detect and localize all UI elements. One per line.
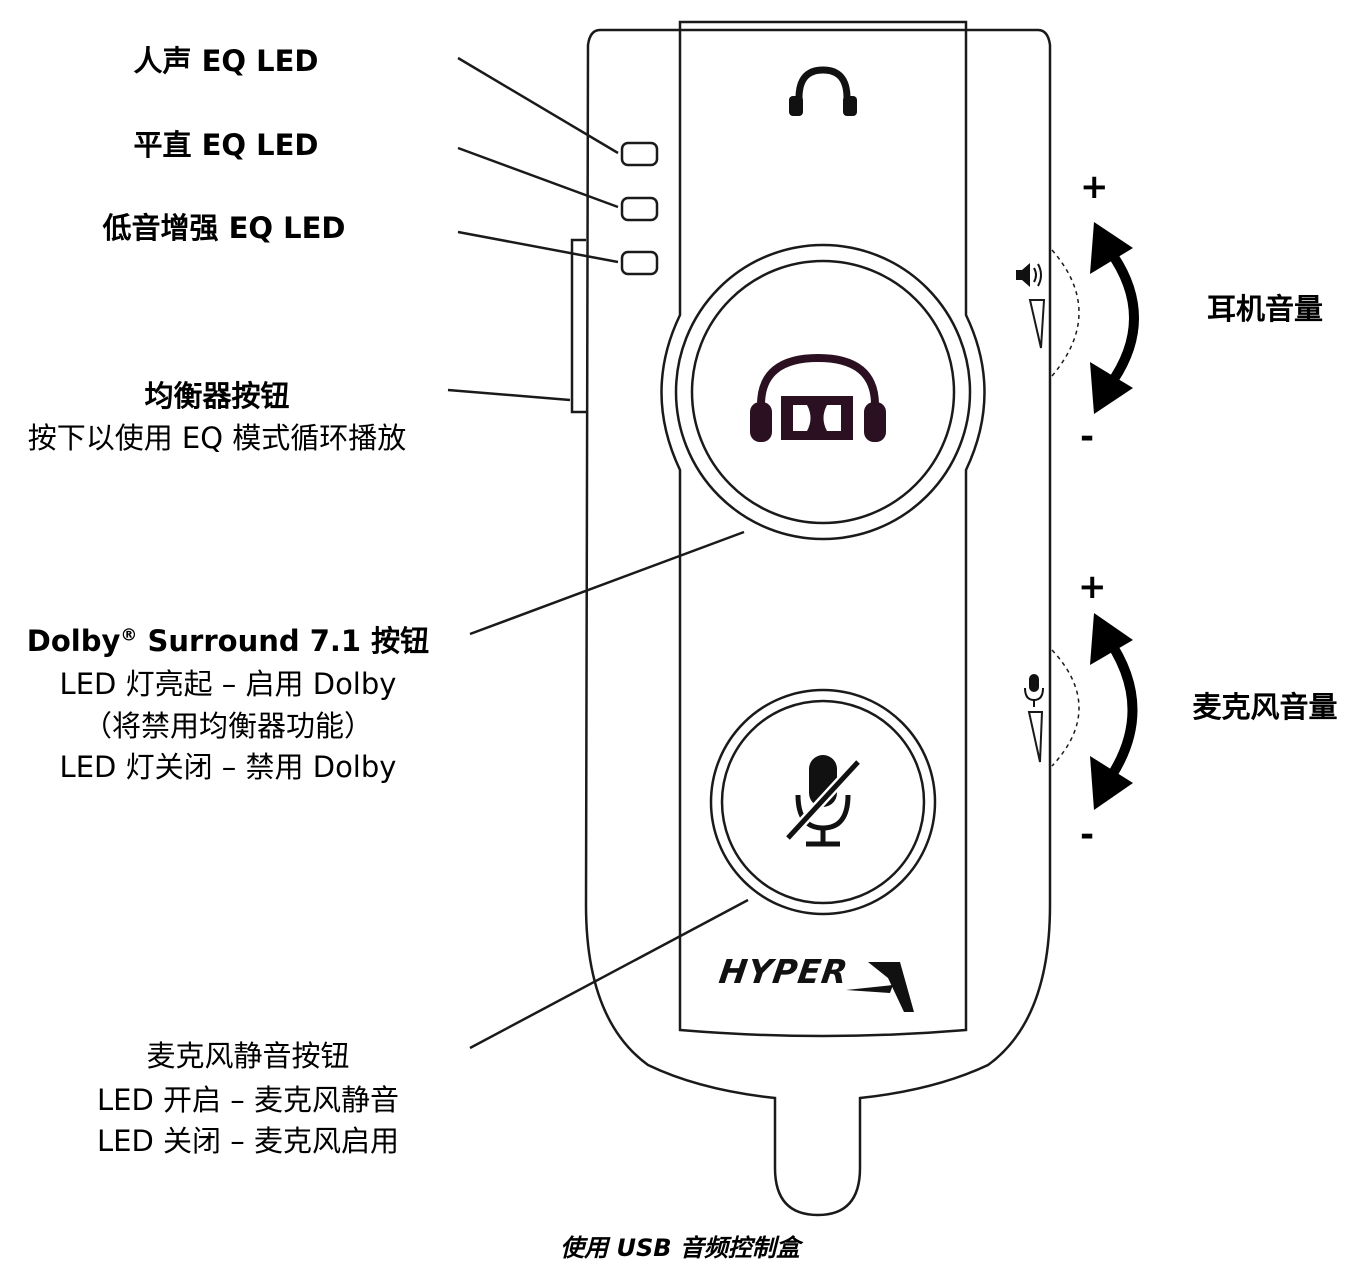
- dolby-disable-eq-note: （将禁用均衡器功能）: [82, 709, 374, 743]
- dolby-led-off-text: LED 灯关闭 – 禁用 Dolby: [59, 750, 397, 784]
- leader-flat: [457, 146, 619, 209]
- mute-button-outer: [709, 688, 937, 916]
- figure-caption: 使用 USB 音频控制盒: [560, 1234, 800, 1262]
- mute-button-inner: [720, 699, 926, 905]
- mic-icon: [1024, 674, 1044, 707]
- mic-wheel-arc: [1051, 649, 1080, 767]
- device-panel: [660, 20, 986, 1038]
- flat-eq-led-label: 平直 EQ LED: [133, 128, 319, 162]
- dolby-button-outer: [674, 243, 972, 541]
- headphones-icon: [795, 66, 851, 112]
- hyperx-logo: HYPER: [717, 952, 914, 1012]
- side-eq-button-outline: [570, 238, 586, 414]
- dolby-button-title: Dolby® Surround 7.1 按钮: [26, 624, 430, 658]
- headphone-volume-wedge: [1028, 299, 1046, 349]
- mic-mute-led-on-text: LED 开启 – 麦克风静音: [97, 1083, 399, 1117]
- headphone-volume-minus: -: [1080, 417, 1095, 457]
- vocal-eq-led-label: 人声 EQ LED: [133, 44, 319, 78]
- mic-volume-label: 麦克风音量: [1192, 690, 1338, 724]
- device-body: [584, 28, 1052, 1217]
- led-flat: [620, 196, 659, 222]
- bass-eq-led-label: 低音增强 EQ LED: [102, 211, 346, 245]
- headphone-volume-label: 耳机音量: [1206, 292, 1324, 326]
- dolby-button-inner: [690, 259, 956, 525]
- led-vocal: [620, 141, 659, 167]
- mic-volume-wedge: [1027, 711, 1044, 763]
- hyperx-logo-text: HYPER: [717, 952, 851, 991]
- headphone-wheel-arc: [1051, 249, 1080, 377]
- mic-mute-button-title: 麦克风静音按钮: [146, 1039, 350, 1073]
- headphone-arrow-head-up: [1090, 222, 1133, 274]
- mic-arrow-head-up: [1090, 613, 1133, 665]
- mic-volume-arrow: [1099, 628, 1138, 792]
- leader-eq-button: [447, 388, 571, 402]
- dolby-led-on-text: LED 灯亮起 – 启用 Dolby: [59, 667, 397, 701]
- eq-button-description: 按下以使用 EQ 模式循环播放: [27, 421, 407, 455]
- speaker-icon: [1016, 263, 1042, 287]
- mic-mute-icon: [784, 755, 862, 847]
- mic-mute-led-off-text: LED 关闭 – 麦克风启用: [97, 1124, 399, 1158]
- mic-volume-minus: -: [1080, 815, 1095, 855]
- leader-vocal: [457, 56, 619, 155]
- mic-arrow-head-down: [1090, 756, 1133, 810]
- leader-dolby: [469, 530, 745, 636]
- mic-volume-plus: +: [1078, 567, 1107, 607]
- eq-button-title: 均衡器按钮: [144, 379, 290, 413]
- headphone-arrow-head-down: [1090, 362, 1133, 414]
- dolby-headphones-icon: [750, 353, 886, 442]
- headphone-volume-plus: +: [1080, 167, 1109, 207]
- headphone-volume-arrow: [1099, 238, 1139, 398]
- leader-bass: [457, 230, 619, 264]
- leader-mute: [469, 898, 749, 1050]
- led-bass: [620, 250, 659, 276]
